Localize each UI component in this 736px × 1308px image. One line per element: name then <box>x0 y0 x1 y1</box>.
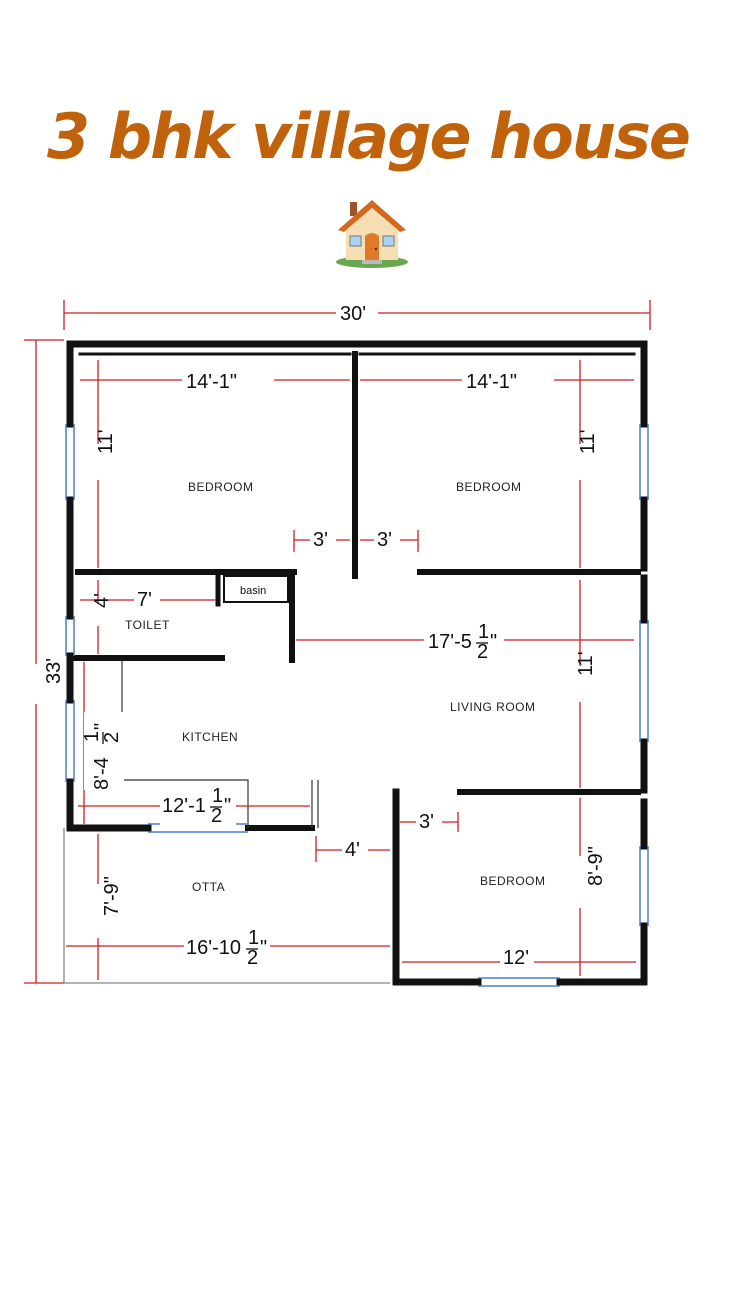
svg-text:": " <box>91 723 113 730</box>
svg-text:12'-1: 12'-1 <box>162 795 206 817</box>
room-label-otta: OTTA <box>192 880 225 894</box>
room-label-bedroom-top-right: BEDROOM <box>456 480 522 494</box>
dim-bed-tr-width: 14'-1" <box>466 371 517 393</box>
svg-text:": " <box>260 937 267 959</box>
dim-otta-opening: 4' <box>345 839 360 861</box>
basin-label: basin <box>240 585 266 597</box>
svg-text:2: 2 <box>247 947 258 969</box>
svg-text:1: 1 <box>81 731 103 742</box>
overall-height-label: 33' <box>43 658 65 684</box>
dim-living-height: 11' <box>575 651 597 676</box>
svg-text:1: 1 <box>248 927 259 949</box>
dim-bed-tr-height: 11' <box>577 429 599 454</box>
svg-text:2: 2 <box>101 732 123 743</box>
house-emoji-icon <box>336 200 408 268</box>
svg-text:": " <box>490 631 497 653</box>
room-label-toilet: TOILET <box>125 618 170 632</box>
svg-text:2: 2 <box>477 641 488 663</box>
dim-otta-width: 16'-10 1 2 " <box>186 927 267 969</box>
dim-toilet-height: 4' <box>91 593 113 608</box>
room-label-bedroom-top-left: BEDROOM <box>188 480 254 494</box>
svg-text:8'-4: 8'-4 <box>91 757 113 790</box>
page-title: 3 bhk village house <box>47 100 691 173</box>
dim-toilet-width: 7' <box>137 589 152 611</box>
basin-box <box>223 575 289 603</box>
room-label-kitchen: KITCHEN <box>182 730 238 744</box>
overall-width-label: 30' <box>340 303 366 325</box>
otta-outline <box>63 828 390 984</box>
dim-bed-br-width: 12' <box>503 947 529 969</box>
svg-text:1: 1 <box>478 621 489 643</box>
dim-door-right: 3' <box>377 529 392 551</box>
svg-text:16'-10: 16'-10 <box>186 937 241 959</box>
windows <box>65 424 649 987</box>
svg-text:": " <box>224 795 231 817</box>
dim-bed-br-height: 8'-9" <box>585 846 607 886</box>
dim-kitchen-height: 8'-4 1 2 " <box>81 723 123 790</box>
dim-otta-height: 7'-9" <box>101 876 123 916</box>
room-label-bedroom-bottom-right: BEDROOM <box>480 874 546 888</box>
dim-kitchen-width: 12'-1 1 2 " <box>162 785 231 827</box>
walls <box>66 340 648 986</box>
dimension-lines <box>66 360 636 980</box>
svg-text:1: 1 <box>212 785 223 807</box>
dim-bed-br-door: 3' <box>419 811 434 833</box>
dim-living-width: 17'-5 1 2 " <box>428 621 497 663</box>
room-label-living-room: LIVING ROOM <box>450 700 536 714</box>
dim-door-left: 3' <box>313 529 328 551</box>
svg-text:2: 2 <box>211 805 222 827</box>
svg-text:17'-5: 17'-5 <box>428 631 472 653</box>
dim-bed-tl-width: 14'-1" <box>186 371 237 393</box>
dim-bed-tl-height: 11' <box>95 429 117 454</box>
